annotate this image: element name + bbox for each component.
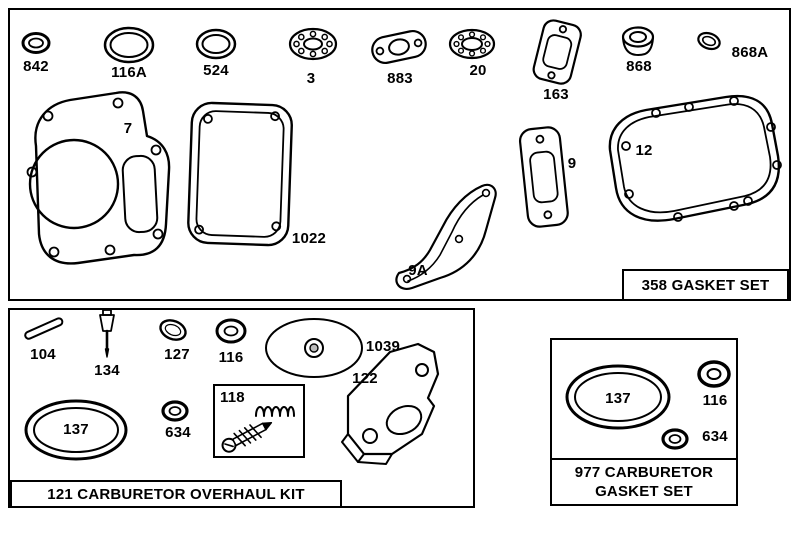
part-634-illustration	[161, 400, 189, 422]
carb-gasket-set-title-line2: GASKET SET	[595, 483, 693, 500]
carb-gasket-set-title-line1: 977 CARBURETOR	[574, 464, 714, 481]
part-137-illustration	[24, 399, 128, 461]
part-104-label: 104	[30, 346, 56, 363]
screw-illustration	[221, 421, 273, 453]
part-634-right-illustration	[661, 428, 689, 450]
part-127-illustration	[159, 319, 187, 341]
part-868-illustration	[621, 26, 655, 56]
part-3-illustration	[288, 27, 338, 61]
part-9-illustration	[518, 126, 569, 228]
part-116-illustration	[215, 318, 247, 344]
part-118-label: 118	[220, 389, 245, 406]
part-116A-label: 116A	[111, 64, 147, 81]
part-1039-illustration	[265, 318, 363, 378]
part-868-label: 868	[626, 58, 652, 75]
part-163-illustration	[532, 19, 582, 85]
part-883-illustration	[371, 29, 427, 65]
part-524-label: 524	[203, 62, 229, 79]
part-9A-illustration	[395, 183, 497, 290]
spring-illustration	[255, 406, 295, 417]
part-1022-illustration	[187, 101, 293, 247]
kit-118-box	[213, 384, 305, 458]
part-116-label: 116	[218, 349, 244, 366]
part-116A-illustration	[103, 26, 155, 64]
gasket-set-panel	[8, 8, 791, 301]
part-12-illustration	[608, 94, 782, 222]
gasket-set-title-text: 358 GASKET SET	[641, 276, 770, 294]
part-634-right-label: 634	[702, 428, 728, 445]
part-104-illustration	[24, 317, 64, 340]
part-524-illustration	[195, 28, 237, 60]
part-842-label: 842	[23, 58, 49, 75]
overhaul-kit-title-text: 121 CARBURETOR OVERHAUL KIT	[47, 485, 305, 503]
part-9A-label: 9A	[408, 262, 428, 279]
part-7-illustration	[26, 91, 171, 265]
part-122-illustration	[341, 342, 440, 465]
part-137-right-label: 137	[605, 390, 631, 407]
part-163-label: 163	[543, 86, 569, 103]
part-116-right-label: 116	[702, 392, 728, 409]
part-634-label: 634	[165, 424, 191, 441]
part-883-label: 883	[387, 70, 413, 87]
part-9-label: 9	[567, 155, 577, 172]
part-1022-label: 1022	[291, 230, 327, 247]
carb-gasket-set-title: 977 CARBURETOR GASKET SET	[550, 458, 738, 506]
part-137-right-illustration	[565, 364, 671, 430]
part-12-label: 12	[635, 142, 653, 159]
part-127-label: 127	[164, 346, 190, 363]
part-868A-label: 868A	[731, 44, 769, 61]
part-7-label: 7	[123, 120, 133, 137]
part-20-illustration	[448, 28, 496, 60]
part-842-illustration	[21, 32, 51, 54]
gasket-set-title: 358 GASKET SET	[622, 269, 789, 301]
overhaul-kit-title: 121 CARBURETOR OVERHAUL KIT	[10, 480, 342, 508]
part-134-label: 134	[94, 362, 120, 379]
part-116-right-illustration	[697, 360, 731, 388]
part-134-illustration	[99, 309, 115, 358]
part-868A-illustration	[697, 31, 721, 51]
part-20-label: 20	[469, 62, 487, 79]
part-137-label: 137	[63, 421, 89, 438]
part-122-label: 122	[352, 370, 378, 387]
part-3-label: 3	[306, 70, 316, 87]
